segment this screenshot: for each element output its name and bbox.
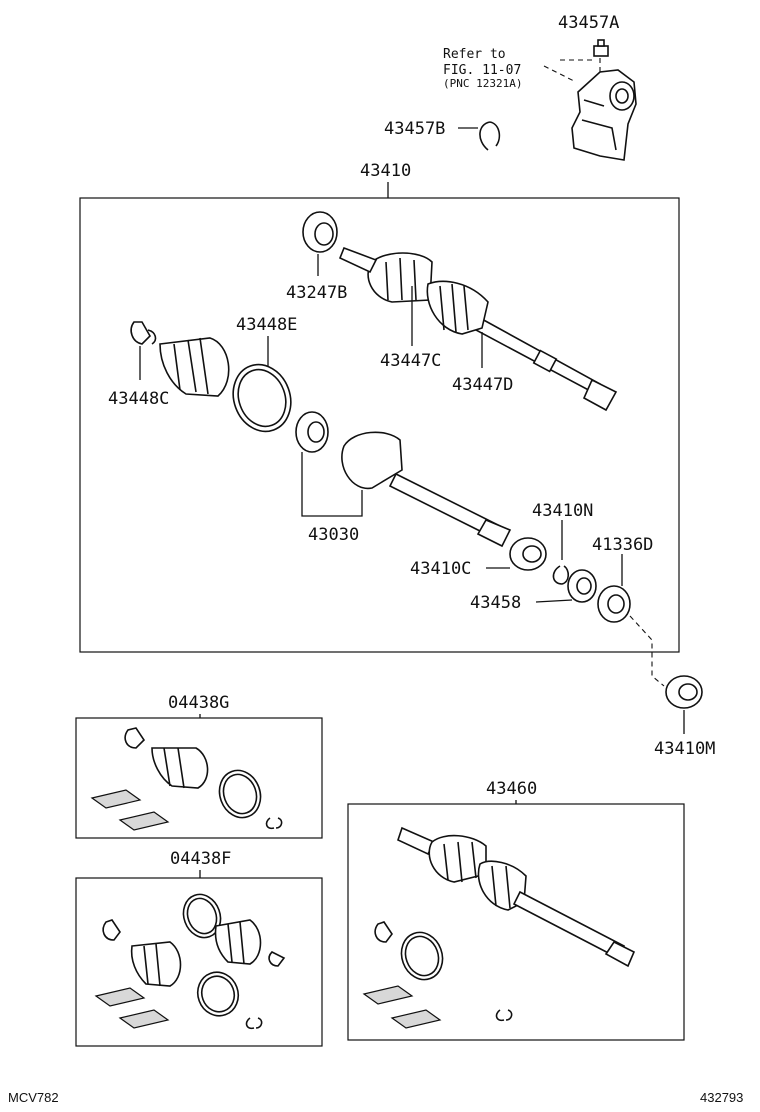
leader-43410M-dashed bbox=[629, 615, 665, 687]
clip-43457B-drawing bbox=[479, 121, 501, 151]
part-number-43410C[interactable]: 43410C bbox=[410, 559, 471, 579]
snap-ring-43410N-drawing bbox=[552, 565, 570, 585]
leader-43030 bbox=[301, 452, 363, 517]
assembly-43410-frame bbox=[79, 197, 680, 653]
inner-joint-43030-drawing bbox=[295, 411, 512, 548]
seal-41336D-drawing bbox=[597, 585, 631, 623]
part-number-43458[interactable]: 43458 bbox=[470, 593, 521, 613]
kit-04438F-contents bbox=[94, 893, 286, 1030]
refer-leader bbox=[543, 65, 577, 83]
ring-43458-drawing bbox=[567, 569, 597, 603]
bearing-43410M-drawing bbox=[665, 675, 703, 709]
kit-04438F-frame bbox=[75, 877, 323, 1047]
dust-deflector-43247B-drawing bbox=[302, 211, 338, 253]
part-number-43457B[interactable]: 43457B bbox=[384, 119, 445, 139]
part-number-43030[interactable]: 43030 bbox=[308, 525, 359, 545]
boot-drawing bbox=[159, 337, 230, 397]
refer-text-line2[interactable]: FIG. 11-07 bbox=[443, 63, 521, 78]
part-number-43247B[interactable]: 43247B bbox=[286, 283, 347, 303]
part-number-43447C[interactable]: 43447C bbox=[380, 351, 441, 371]
assembly-43460-frame bbox=[347, 803, 685, 1041]
part-number-43410N[interactable]: 43410N bbox=[532, 501, 593, 521]
clamp-43448E-drawing bbox=[232, 363, 292, 433]
clamp-43448C-drawing bbox=[130, 321, 157, 345]
model-code: MCV782 bbox=[8, 1090, 59, 1105]
part-number-04438F[interactable]: 04438F bbox=[170, 849, 231, 869]
part-number-43410[interactable]: 43410 bbox=[360, 161, 411, 181]
illustration-number: 432793 bbox=[700, 1090, 743, 1105]
part-number-43457A[interactable]: 43457A bbox=[558, 13, 619, 33]
upper-shaft-drawing bbox=[338, 246, 618, 412]
bolt-43457A-drawing bbox=[593, 39, 609, 72]
part-number-43410M[interactable]: 43410M bbox=[654, 739, 715, 759]
part-number-43460[interactable]: 43460 bbox=[486, 779, 537, 799]
bearing-43410C-drawing bbox=[509, 537, 547, 571]
kit-04438G-frame bbox=[75, 717, 323, 839]
part-number-43447D[interactable]: 43447D bbox=[452, 375, 513, 395]
kit-04438G-contents bbox=[90, 727, 283, 831]
leader-43458 bbox=[535, 599, 573, 603]
part-number-04438G[interactable]: 04438G bbox=[168, 693, 229, 713]
part-number-43448C[interactable]: 43448C bbox=[108, 389, 169, 409]
bearing-bracket-drawing bbox=[571, 69, 637, 161]
assembly-43460-contents bbox=[362, 826, 636, 1029]
part-number-41336D[interactable]: 41336D bbox=[592, 535, 653, 555]
refer-text-line1: Refer to bbox=[443, 47, 506, 62]
refer-text-line3: (PNC 12321A) bbox=[443, 77, 522, 90]
part-number-43448E[interactable]: 43448E bbox=[236, 315, 297, 335]
